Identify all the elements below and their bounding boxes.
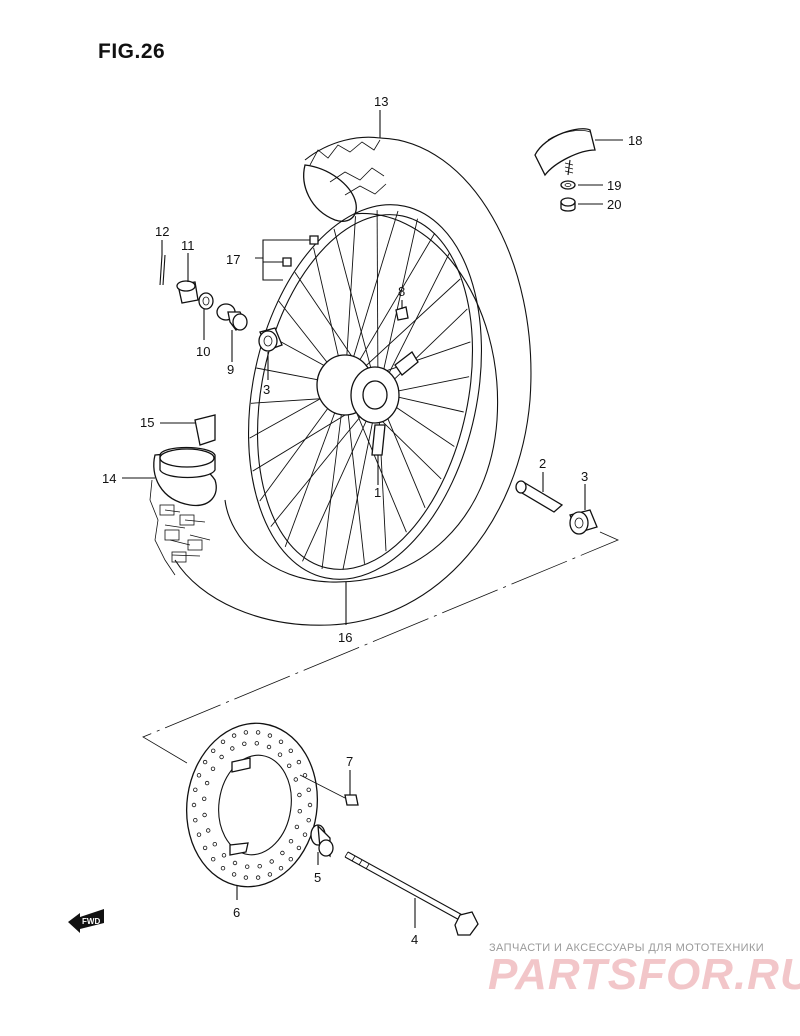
- spoke: [377, 253, 450, 396]
- disc-hole: [255, 730, 261, 735]
- disc-hole: [287, 763, 292, 768]
- disc-hole: [196, 832, 202, 837]
- disc-hole: [306, 818, 311, 823]
- disc-hole: [267, 733, 273, 738]
- label-1: 1: [374, 485, 381, 500]
- disc-hole: [266, 744, 272, 750]
- spoke: [377, 218, 418, 396]
- rim: [247, 204, 483, 580]
- disc-hole: [302, 773, 308, 778]
- disc-hole: [243, 730, 249, 735]
- spoke: [321, 384, 346, 570]
- part-labels: 13 18 19 20 12 11 17 8 10 9 3 15 14 1 2 …: [102, 94, 642, 947]
- disc-hole: [221, 853, 227, 858]
- disc-hole: [296, 759, 302, 765]
- disc-hole: [202, 812, 207, 818]
- disc-hole: [269, 859, 274, 864]
- disc-hole: [220, 739, 226, 744]
- disc-hole: [307, 802, 313, 808]
- label-19: 19: [607, 178, 621, 193]
- disc-hole: [242, 741, 247, 746]
- brake-disc: [185, 722, 319, 888]
- disc-hole: [280, 850, 285, 856]
- disc-hole: [257, 864, 262, 869]
- spoke: [376, 210, 379, 396]
- disc-hole: [202, 759, 208, 765]
- disc-hole: [288, 857, 293, 862]
- disc-hole: [193, 787, 198, 792]
- small-parts-left: [159, 235, 409, 352]
- disc-hole: [302, 832, 308, 837]
- label-3-left: 3: [263, 382, 270, 397]
- label-8: 8: [398, 284, 405, 299]
- label-18: 18: [628, 133, 642, 148]
- disc-hole: [243, 875, 249, 880]
- disc-hole: [297, 809, 302, 814]
- watermark-logo: PARTSFOR.RU: [488, 950, 800, 999]
- disc-hole: [191, 802, 197, 808]
- disc-hole: [231, 872, 237, 877]
- disc-hole: [297, 792, 302, 798]
- fwd-arrow-icon: FWD: [68, 909, 104, 933]
- disc-hole: [210, 766, 216, 771]
- disc-hole: [232, 860, 238, 866]
- disc-hole: [219, 754, 224, 760]
- disc-hole: [220, 866, 226, 871]
- disc-hole: [210, 748, 216, 753]
- spoke: [342, 394, 379, 570]
- disc-hole: [296, 845, 302, 851]
- label-16: 16: [338, 630, 352, 645]
- disc-hole: [212, 842, 217, 847]
- label-20: 20: [607, 197, 621, 212]
- disc-hole: [202, 845, 208, 851]
- label-10: 10: [196, 344, 210, 359]
- rim-lock-assembly: [534, 128, 596, 212]
- watermark-tagline: ЗАПЧАСТИ И АКСЕССУАРЫ ДЛЯ МОТОТЕХНИКИ: [489, 942, 765, 954]
- label-2: 2: [539, 456, 546, 471]
- disc-hole: [288, 748, 293, 753]
- disc-hole: [255, 875, 261, 880]
- label-5: 5: [314, 870, 321, 885]
- label-7: 7: [346, 754, 353, 769]
- disc-hole: [288, 839, 294, 844]
- axle-parts: [299, 774, 479, 936]
- disc-hole: [294, 824, 300, 830]
- label-13: 13: [374, 94, 388, 109]
- disc-hole: [278, 866, 284, 871]
- disc-hole: [254, 741, 259, 746]
- label-14: 14: [102, 471, 116, 486]
- spoke: [302, 394, 379, 562]
- label-11: 11: [181, 238, 195, 253]
- label-4: 4: [411, 932, 418, 947]
- disc-hole: [278, 739, 284, 744]
- collar-and-bearing: [515, 480, 598, 535]
- fwd-label: FWD: [82, 917, 100, 926]
- hub: [316, 351, 419, 456]
- assembly-guide-line: [142, 531, 620, 767]
- disc-hole: [196, 773, 202, 778]
- disc-hole: [204, 780, 210, 786]
- label-12: 12: [155, 224, 169, 239]
- disc-hole: [277, 752, 283, 757]
- label-3-right: 3: [581, 469, 588, 484]
- disc-hole: [306, 787, 311, 792]
- figure-title: FIG.26: [98, 40, 166, 63]
- disc-hole: [205, 828, 211, 833]
- label-17: 17: [226, 252, 240, 267]
- label-15: 15: [140, 415, 154, 430]
- disc-hole: [210, 857, 216, 862]
- disc-hole: [244, 864, 250, 869]
- disc-hole: [293, 777, 298, 782]
- label-9: 9: [227, 362, 234, 377]
- label-6: 6: [233, 905, 240, 920]
- inner-tube: [159, 414, 216, 479]
- disc-hole: [230, 746, 235, 751]
- disc-hole: [201, 796, 207, 801]
- disc-hole: [193, 818, 198, 823]
- disc-hole: [231, 733, 237, 738]
- disc-hole: [267, 872, 273, 877]
- leader-lines: [122, 110, 623, 928]
